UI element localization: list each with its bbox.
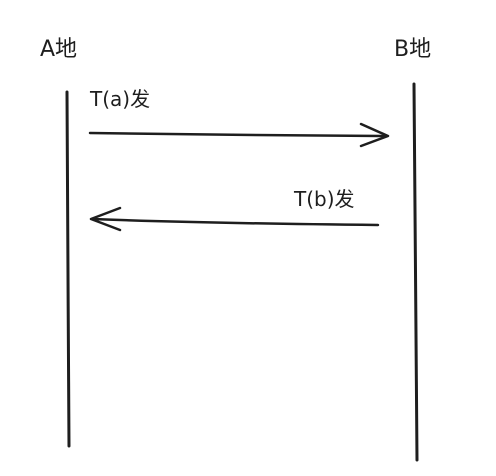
message-b-to-a-label: T(b)发 [293, 187, 355, 211]
arrow-a-to-b [88, 131, 389, 138]
endpoint-a-label: A地 [40, 37, 77, 62]
endpoint-b-label: B地 [394, 37, 431, 62]
arrowhead-b-to-a-icon [89, 206, 122, 232]
arrowhead-a-to-b-icon [359, 122, 390, 148]
arrow-b-to-a [90, 217, 380, 227]
message-a-to-b-label: T(a)发 [89, 87, 150, 111]
lifeline-a [65, 90, 71, 448]
lifeline-b [412, 82, 419, 462]
